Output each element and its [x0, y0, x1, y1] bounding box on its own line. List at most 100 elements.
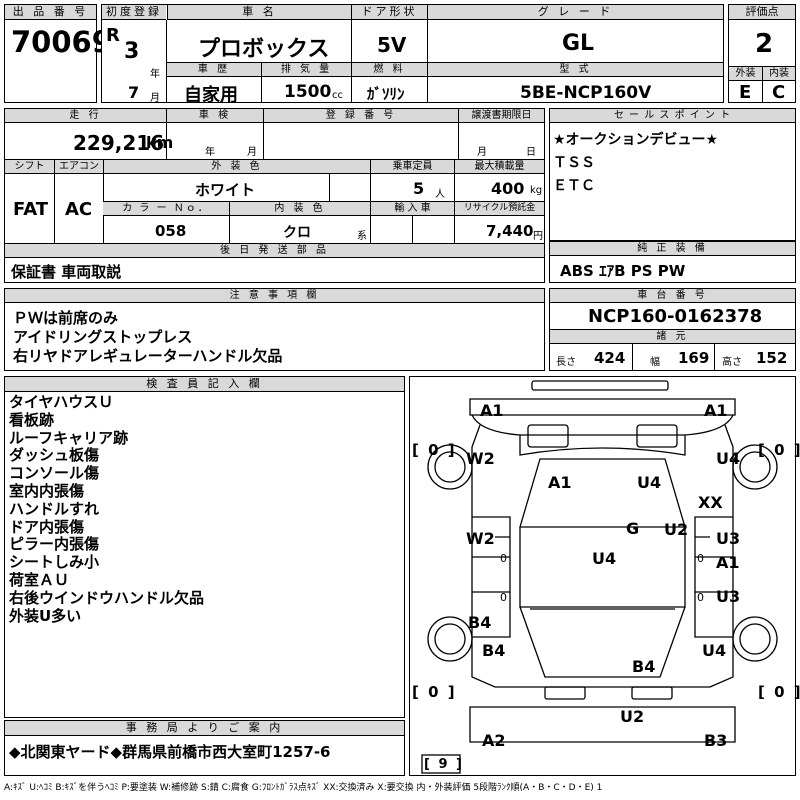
mark-b3: B3 — [704, 731, 728, 750]
genuine-box: 純 正 装 備 ABS ｴｱB PS PW — [549, 241, 796, 283]
transfer-month-unit: 月 — [477, 147, 487, 158]
tire-front-left: [ 0 ] — [412, 441, 457, 459]
recycle-label: リサイクル預託金 — [454, 202, 544, 216]
ext-grade: E — [739, 82, 752, 103]
mark-g: G — [626, 519, 640, 538]
mark-right-a1: A1 — [716, 553, 740, 572]
inspector-label: 検 査 員 記 入 欄 — [5, 377, 404, 392]
genuine: ABS ｴｱB PS PW — [560, 262, 686, 280]
inspector-item: 看板跡 — [9, 410, 55, 429]
mark-xx: XX — [698, 493, 723, 512]
inspection-label: 車 検 — [166, 109, 263, 123]
inspector-box: 検 査 員 記 入 欄 タイヤハウスＵ 看板跡 ルーフキャリア跡 ダッシュ板傷 … — [4, 376, 405, 718]
car-diagram-box: A1 A1 [ 0 ] [ 0 ] W2 U4 A1 U4 XX G U2 W2… — [409, 376, 800, 776]
width: 169 — [678, 349, 710, 367]
grade-label: グ レ ー ド — [427, 5, 723, 20]
mark-hood-right: U4 — [637, 473, 662, 492]
displacement-unit: cc — [332, 90, 343, 101]
mark-rear-center: B4 — [632, 657, 656, 676]
year-unit: 年 — [150, 69, 160, 80]
int-color: クロ — [283, 225, 311, 241]
transfer-label: 譲渡書期限日 — [458, 109, 544, 123]
door-zero-right-rear: 0 — [697, 591, 704, 604]
inspector-item: ダッシュ板傷 — [9, 446, 100, 465]
inspector-item: 室内内張傷 — [9, 481, 85, 500]
later-parts-label: 後 日 発 送 部 品 — [5, 244, 544, 258]
mark-rear-u2: U2 — [620, 707, 645, 726]
color-no-label: カ ラ ー Ｎｏ． — [103, 202, 229, 216]
tire-spare: [ 9 ] — [424, 757, 464, 772]
inspector-list: タイヤハウスＵ 看板跡 ルーフキャリア跡 ダッシュ板傷 コンソール傷 室内内張傷… — [9, 393, 205, 625]
insp-month-unit: 月 — [247, 147, 257, 158]
lot-number-box: 出 品 番 号 70069 — [4, 4, 112, 103]
mark-right-door-1: U3 — [716, 529, 741, 548]
chassis-label: 車 台 番 号 — [550, 289, 795, 303]
inspector-item: 荷室ＡＵ — [9, 570, 70, 589]
reg-month: 7 — [128, 83, 140, 102]
shift: FAT — [13, 199, 49, 220]
notes-box: 注 意 事 項 欄 ＰＷは前席のみ アイドリングストップレス 右リヤドアレギュレ… — [4, 288, 545, 371]
inspector-item: 右後ウインドウハンドル欠品 — [9, 588, 205, 607]
car-name-label: 車 名 — [167, 5, 351, 20]
max-load-unit: kg — [530, 185, 543, 196]
mileage-label: 走 行 — [5, 109, 166, 123]
sales-points-label: セ ー ル ス ポ イ ン ト — [550, 109, 795, 123]
int-color-unit: 系 — [357, 231, 367, 242]
note-1: ＰＷは前席のみ — [13, 309, 119, 327]
genuine-label: 純 正 装 備 — [550, 242, 795, 256]
mark-hood-left: A1 — [548, 473, 572, 492]
model-code: 5BE-NCP160V — [520, 83, 652, 103]
displacement: 1500 — [284, 82, 332, 102]
mark-a2: A2 — [482, 731, 506, 750]
model-code-label: 型 式 — [427, 63, 723, 77]
era: R — [106, 25, 120, 46]
notes-label: 注 意 事 項 欄 — [5, 289, 544, 303]
max-load-label: 最大積載量 — [454, 160, 544, 174]
length-label: 長さ — [556, 357, 576, 368]
score-box: 評価点 2 外装 内装 E C — [728, 4, 796, 103]
grade: GL — [562, 31, 595, 56]
displacement-label: 排 気 量 — [261, 63, 351, 77]
transfer-day-unit: 日 — [526, 147, 536, 158]
car-name: プロボックス — [198, 37, 330, 62]
mark-left-rear-fender: B4 — [482, 641, 506, 660]
mark-roof: U4 — [592, 549, 617, 568]
aircon-label: エアコン — [54, 160, 103, 174]
aircon: AC — [65, 199, 93, 220]
inspector-item: ハンドルすれ — [9, 499, 100, 518]
reg-year: 3 — [124, 39, 140, 64]
inspector-item: 外装U多い — [9, 606, 82, 625]
sales-points-box: セ ー ル ス ポ イ ン ト ★オークションデビュー★ ＴＳＳ ＥＴＣ — [549, 108, 796, 241]
inspector-item: ドア内張傷 — [9, 517, 85, 536]
history-label: 車 歴 — [167, 63, 261, 77]
specs-label: 諸 元 — [550, 330, 795, 344]
score: 2 — [755, 29, 774, 59]
sales-point-1: ★オークションデビュー★ — [553, 132, 719, 148]
import-label: 輸 入 車 — [370, 202, 454, 216]
inspector-item: ピラー内張傷 — [9, 535, 100, 554]
color-no: 058 — [155, 222, 187, 240]
main-info-box: 初度登録 車 名 ドア形状 グ レ ー ド R 3 年 7 月 プロボックス 5… — [101, 4, 724, 106]
fuel: ｶﾞｿﾘﾝ — [367, 85, 405, 103]
month-unit: 月 — [150, 93, 160, 104]
later-parts: 保証書 車両取説 — [11, 263, 122, 281]
mark-right-rear: U4 — [702, 641, 727, 660]
int-grade-label: 内装 — [762, 67, 795, 81]
door-zero-left: 0 — [500, 552, 507, 565]
shift-label: シフト — [5, 160, 54, 174]
inspector-item: タイヤハウスＵ — [9, 393, 114, 411]
legend: A:ｷｽﾞ U:ﾍｺﾐ B:ｷｽﾞを伴うﾍｺﾐ P:要塗装 W:補修跡 S:錆 … — [4, 783, 603, 793]
mileage-unit: km — [146, 133, 174, 152]
tire-rear-right: [ 0 ] — [758, 683, 800, 701]
max-load: 400 — [491, 179, 525, 198]
ext-grade-label: 外装 — [729, 67, 762, 81]
reg-number-label: 登 録 番 号 — [263, 109, 458, 123]
first-reg-label: 初度登録 — [102, 5, 166, 20]
door-zero-right: 0 — [697, 552, 704, 565]
mark-left-rear: B4 — [468, 613, 492, 632]
inspector-item: ルーフキャリア跡 — [9, 428, 129, 447]
office-label: 事 務 局 よ り ご 案 内 — [5, 721, 404, 736]
int-grade: C — [772, 82, 786, 103]
mark-u2-front: U2 — [664, 520, 689, 539]
door-zero-left-rear: 0 — [500, 591, 507, 604]
